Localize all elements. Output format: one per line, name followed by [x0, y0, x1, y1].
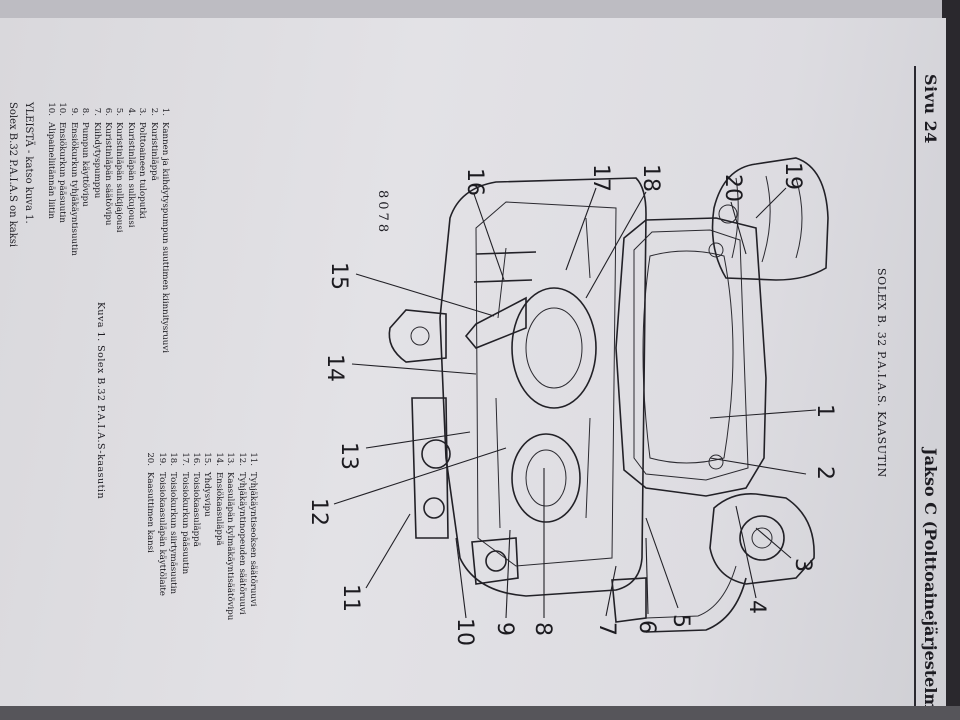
callout-17: 17	[588, 164, 613, 192]
background-surface-top	[0, 0, 960, 22]
carburettor-diagram: 1 2 3 4 5 6 7 8 9 10 11 12 13 14 15 16 1…	[306, 157, 837, 646]
list-item: 15.Yhdysvipu	[202, 452, 213, 517]
callout-5: 5	[668, 614, 693, 628]
list-item: 18.Toisiokurkun siirtymäsuutin	[168, 452, 179, 594]
callout-leaders	[333, 187, 817, 619]
callout-14: 14	[322, 354, 347, 382]
background-surface-right	[942, 0, 960, 720]
list-item: 13.Kaasuläpän kylmäkäyntisäätövipu	[225, 452, 236, 621]
callout-16: 16	[462, 168, 487, 196]
callout-4: 4	[744, 600, 769, 614]
throttle-linkage	[388, 251, 537, 363]
figure-caption: Kuva 1. Solex B.32 P.A.I.A.S-kaasutin	[95, 302, 106, 500]
list-item: 9.Ensiökurkun tyhjäkäyntisuutin	[68, 107, 79, 256]
list-item: 12.Tyhjäkäyntinopeuden säätöruuvi	[236, 452, 247, 615]
background-surface-bottom	[0, 706, 960, 720]
carburettor-body	[439, 177, 647, 597]
secondary-throttle-actuator	[711, 157, 829, 281]
list-item: 10.Alipaineliitännän liitin	[45, 102, 56, 219]
list-item: 20.Kaasuttimen kansi	[145, 452, 156, 553]
callout-numbers: 1 2 3 4 5 6 7 8 9 10 11 12 13 14 15 16 1…	[306, 162, 837, 646]
callout-1: 1	[812, 404, 837, 418]
list-item: 3.Polttoaineen tuloputki	[137, 107, 148, 219]
callout-11: 11	[338, 584, 363, 612]
callout-18: 18	[638, 164, 663, 192]
list-item: 11.Tyhjäkäyntiseoksen säätöruuvi	[248, 452, 258, 607]
callout-10: 10	[452, 618, 477, 646]
callout-3: 3	[790, 558, 815, 572]
callout-2: 2	[812, 466, 837, 480]
general-heading: YLEISTÄ - katso kuva 1.	[23, 102, 34, 224]
general-text: Solex B.32 P.A.I.A.S on kaksi	[7, 102, 18, 248]
callout-20: 20	[720, 174, 745, 202]
parts-list-right: 11.Tyhjäkäyntiseoksen säätöruuvi 12.Tyhj…	[144, 446, 258, 620]
list-item: 10.Ensiökurkun pääsuutin	[57, 102, 68, 223]
callout-19: 19	[780, 162, 805, 190]
page-content: Sivu 24 Jakso C (Polttoainejärjestelmä) …	[0, 18, 946, 720]
manual-page: Sivu 24 Jakso C (Polttoainejärjestelmä) …	[0, 18, 946, 720]
accelerator-pump	[645, 492, 815, 633]
list-item: 1.Kannen ja kiihdytyspumpun suuttimen ki…	[160, 107, 170, 353]
parts-list-left: 1.Kannen ja kiihdytyspumpun suuttimen ki…	[45, 96, 170, 353]
throttle-body-lower	[411, 397, 647, 623]
list-item: 14.Ensiökaasuläppä	[213, 452, 224, 546]
list-item: 16.Toisiokaasuläppä	[190, 452, 201, 547]
list-item: 17.Toisiokurkun pääsuutin	[179, 452, 190, 575]
list-item: 19.Toisiokaasuläpän käyttölaite	[156, 452, 167, 596]
callout-7: 7	[594, 622, 619, 636]
list-item: 5.Kuristinläpän sulkijajousi	[114, 107, 125, 233]
callout-6: 6	[634, 620, 659, 634]
callout-13: 13	[336, 442, 361, 470]
figure-code: 8078	[375, 190, 390, 236]
list-item: 8.Pumpun käyttövipu	[80, 107, 91, 207]
carburettor-top-cover	[615, 217, 767, 497]
callout-8: 8	[530, 622, 555, 636]
callout-15: 15	[326, 262, 351, 290]
callout-9: 9	[492, 622, 517, 636]
list-item: 4.Kuristinläpän sulkujousi	[125, 107, 136, 228]
list-item: 2.Kuristinläppä	[148, 107, 159, 181]
callout-12: 12	[306, 498, 331, 526]
